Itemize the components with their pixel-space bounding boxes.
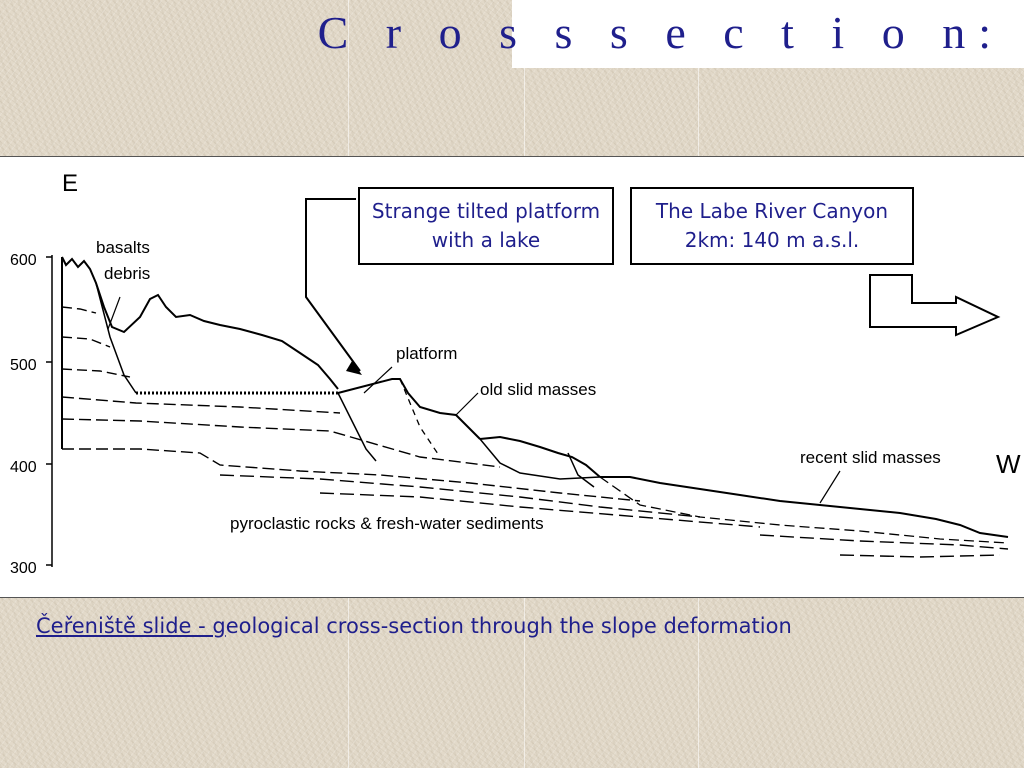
platform-profile-line <box>337 378 481 440</box>
platform-lake-callout: Strange tilted platform with a lake <box>358 187 614 265</box>
old-slid-label: old slid masses <box>480 380 596 399</box>
callout-arrowhead <box>346 361 362 375</box>
debris-label: debris <box>104 264 150 283</box>
old-slid-scarp-line <box>567 452 595 488</box>
platform-base-line <box>337 392 377 462</box>
strata-line <box>61 418 501 468</box>
recent-slid-leader <box>819 470 841 504</box>
east-label: E <box>62 170 78 197</box>
strata-line <box>219 474 701 518</box>
tick-label-400: 400 <box>10 459 37 476</box>
strata-line <box>62 448 641 502</box>
canyon-direction-arrow <box>869 274 1001 337</box>
debris-boundary-line <box>95 282 137 394</box>
strata-line <box>61 368 131 378</box>
old-slid-profile-line <box>479 435 601 478</box>
strata-line <box>319 492 761 528</box>
pyroclastic-label: pyroclastic rocks & fresh-water sediment… <box>230 514 544 533</box>
tick-label-600: 600 <box>10 252 37 269</box>
figure-caption: Čeřeniště slide - geological cross-secti… <box>36 614 792 638</box>
recent-slid-label: recent slid masses <box>800 448 941 467</box>
platform-lake-callout-text: Strange tilted platform with a lake <box>371 199 601 252</box>
old-slid-leader <box>455 392 479 416</box>
strata-line <box>61 306 97 314</box>
recent-slid-profile-line <box>600 476 1009 538</box>
tick-label-300: 300 <box>10 560 37 577</box>
recent-slid-base-line <box>599 476 1009 544</box>
basalts-label: basalts <box>96 238 150 257</box>
tick-label-500: 500 <box>10 357 37 374</box>
upper-profile-line <box>61 256 339 390</box>
canyon-callout: The Labe River Canyon 2km: 140 m a.s.l. <box>630 187 914 265</box>
cross-section-drawing: 600 500 400 300 E W <box>10 170 1021 577</box>
top-rule <box>0 156 1024 157</box>
canyon-callout-line2: 2km: 140 m a.s.l. <box>684 228 860 252</box>
caption-lead: Čeřeniště slide - g <box>36 614 226 638</box>
basalts-leader <box>107 296 121 330</box>
west-label: W <box>996 449 1021 479</box>
slide-title: C r o s s s e c t i o n: <box>317 7 1004 58</box>
strata-line <box>759 534 1009 550</box>
callout-pointer-line <box>305 198 361 372</box>
old-slid-base-line <box>479 438 601 480</box>
platform-label: platform <box>396 344 457 363</box>
canyon-callout-line1: The Labe River Canyon <box>655 199 889 223</box>
bottom-rule <box>0 597 1024 598</box>
strata-line <box>61 396 341 414</box>
strata-line <box>61 336 111 348</box>
caption-rest: eological cross-section through the slop… <box>225 614 792 638</box>
platform-leader <box>363 366 393 394</box>
cross-section-figure: 600 500 400 300 E W <box>0 157 1024 597</box>
title-box: C r o s s s e c t i o n: <box>318 0 1024 68</box>
strata-line <box>839 554 1001 558</box>
